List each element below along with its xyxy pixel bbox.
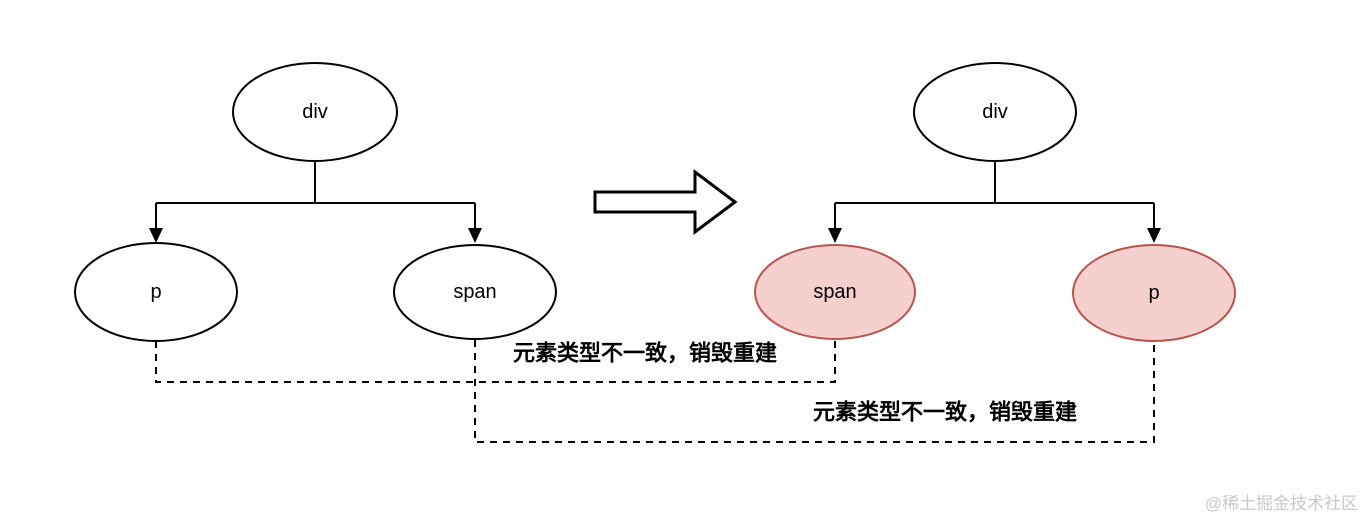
arrowhead-down-icon [1147, 228, 1161, 243]
node-after-p-label: p [1148, 282, 1159, 304]
right-arrow-icon [593, 169, 738, 235]
diff-annotation-second: 元素类型不一致，销毁重建 [813, 400, 1077, 425]
node-after-div-label: div [982, 101, 1008, 123]
arrowhead-down-icon [149, 228, 163, 243]
diff-links: 元素类型不一致，销毁重建 元素类型不一致，销毁重建 [155, 340, 1155, 443]
node-after-div [913, 62, 1077, 162]
diff-link-p-to-span [155, 340, 836, 383]
node-before-span [393, 244, 557, 340]
transform-arrow [593, 169, 738, 235]
node-after-span-label: span [813, 281, 856, 303]
tree-after: div span p [754, 62, 1236, 342]
node-before-div-label: div [302, 101, 328, 123]
watermark: @稀土掘金技术社区 [1205, 494, 1358, 513]
tree-before: div p span [74, 62, 557, 342]
node-after-p-rebuilt [1072, 244, 1236, 342]
diff-annotation-first: 元素类型不一致，销毁重建 [513, 341, 777, 366]
arrowhead-down-icon [468, 228, 482, 243]
node-before-p-label: p [150, 281, 161, 303]
node-before-div [232, 62, 398, 162]
node-after-span-rebuilt [754, 244, 916, 340]
node-before-span-label: span [453, 281, 496, 303]
arrowhead-down-icon [828, 228, 842, 243]
